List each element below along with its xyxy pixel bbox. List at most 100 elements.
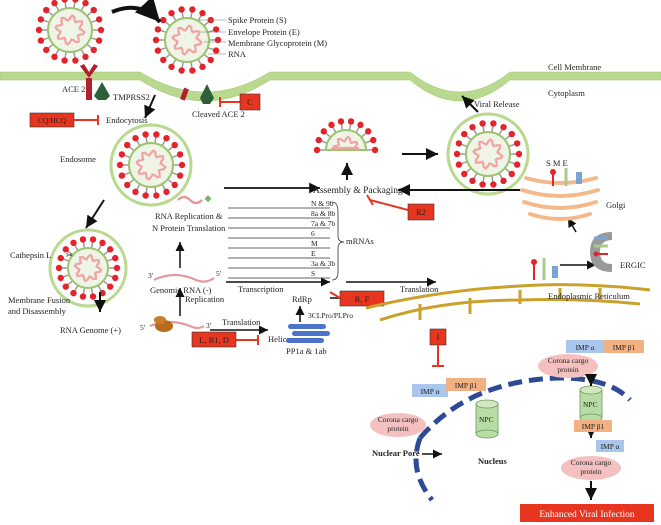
spike-protein [347,118,355,125]
viral-release-arrow [461,95,479,113]
virus-binding [152,6,222,74]
spike-protein [107,246,114,253]
virus-rna [54,14,86,46]
ergic-icon [590,232,612,272]
imp-a-inside-label: IMP α [601,442,620,451]
spike-protein [72,0,79,3]
spike-protein [212,47,220,54]
spike-protein [132,134,139,142]
virus-envelope [465,131,511,177]
spike-protein [199,9,206,17]
spike-protein [43,6,50,14]
spike-protein [89,236,97,243]
inhibitor-c-box [239,93,261,111]
virus-free [35,0,105,64]
cargo-right [538,354,598,378]
inhibitor-r2-line [369,199,409,211]
assembly-label: Assembly & Packaging [313,186,403,196]
cytoplasm-label: Cytoplasm [548,88,585,98]
virus-assembly [313,118,379,154]
cell-membrane-label: Cell Membrane [548,62,601,72]
spike-protein [469,177,476,185]
spike-protein [469,123,476,131]
er-icon [365,283,651,322]
sme-label: S M E [546,158,568,168]
imp-a-left-label: IMP α [421,387,440,396]
endosome-to-fusion-arrow [85,199,105,229]
spike-protein [51,53,58,61]
spike-protein [124,141,131,149]
virus-rna [171,24,203,56]
spike-protein [160,16,167,24]
spike-protein [124,181,131,189]
spike-protein [152,36,160,44]
cell-membrane [0,71,661,102]
virus-envelope [47,7,93,53]
mrna-item: N & 9b [311,199,334,208]
spike-protein [365,128,372,135]
inhibitor-c-label: C [247,97,253,107]
cleaved-ace2-icon [180,84,214,104]
genomic-rna-label: Genomic RNA (-) [150,285,212,295]
spike-protein [479,181,486,188]
spike-protein [337,118,345,125]
mrna-item: 6 [311,229,315,238]
spike-protein [153,131,160,138]
virus-envelope [128,142,174,188]
genomic-rna-strand [153,273,215,283]
virus-envelope [164,17,210,63]
spike-protein [455,161,463,168]
spike-protein [43,46,50,54]
imp-a-right-label: IMP α [576,343,595,352]
spike-protein [328,121,335,129]
mrna-item: 7a & 7b [311,219,335,228]
cargo-inside [561,456,621,480]
imp-b1-inside [574,420,612,432]
virus-rna [472,138,504,170]
spike-protein [57,254,64,262]
cargo-left-label-1: Corona cargo [378,415,419,424]
nucleus-envelope-lower [413,437,434,502]
spike-protein [189,67,196,74]
five-prime-a: 5' [140,323,146,332]
spike-protein [55,264,63,272]
virus-fusion [55,236,121,300]
transcription-label: Transcription [238,284,284,294]
spike-protein [72,57,79,64]
spike-protein [51,0,58,7]
spike-protein [199,63,206,71]
spike-protein [207,56,214,64]
spike-protein [176,151,184,158]
spike-protein [313,146,321,154]
spike-protein [57,274,64,282]
spike-protein [508,130,515,138]
spike-protein [212,26,220,33]
virus-release [453,120,523,188]
spike-protein [37,16,45,23]
cargo-left-label-2: protein [387,424,408,433]
spike-protein [500,177,507,185]
n-protein-icon [204,195,212,203]
spike-protein [61,57,68,64]
spike-protein [113,264,121,272]
spike-protein [61,0,68,3]
spike-protein [453,150,461,158]
tmprss2-label: TMPRSS2 [113,92,150,102]
inhibitor-lr1d-label: L, R1, D [199,335,229,345]
ace2-receptor-icon [80,64,98,100]
spike-protein [79,236,87,243]
cargo-inside-label-2: protein [580,467,601,476]
mrna-brace [331,201,345,281]
replication-label: Replication [185,294,225,304]
imp-b1-right-label: IMP β1 [613,343,636,352]
spike-protein [79,293,87,300]
rna-replication-label-2: N Protein Translation [152,223,226,233]
spike-protein [118,151,126,158]
inhibitor-r2-label: R2 [416,207,426,217]
imp-a-left [412,384,448,397]
npc-left-icon [475,399,499,439]
imp-b1-inside-label: IMP β1 [582,422,605,431]
spike-protein [37,37,45,44]
